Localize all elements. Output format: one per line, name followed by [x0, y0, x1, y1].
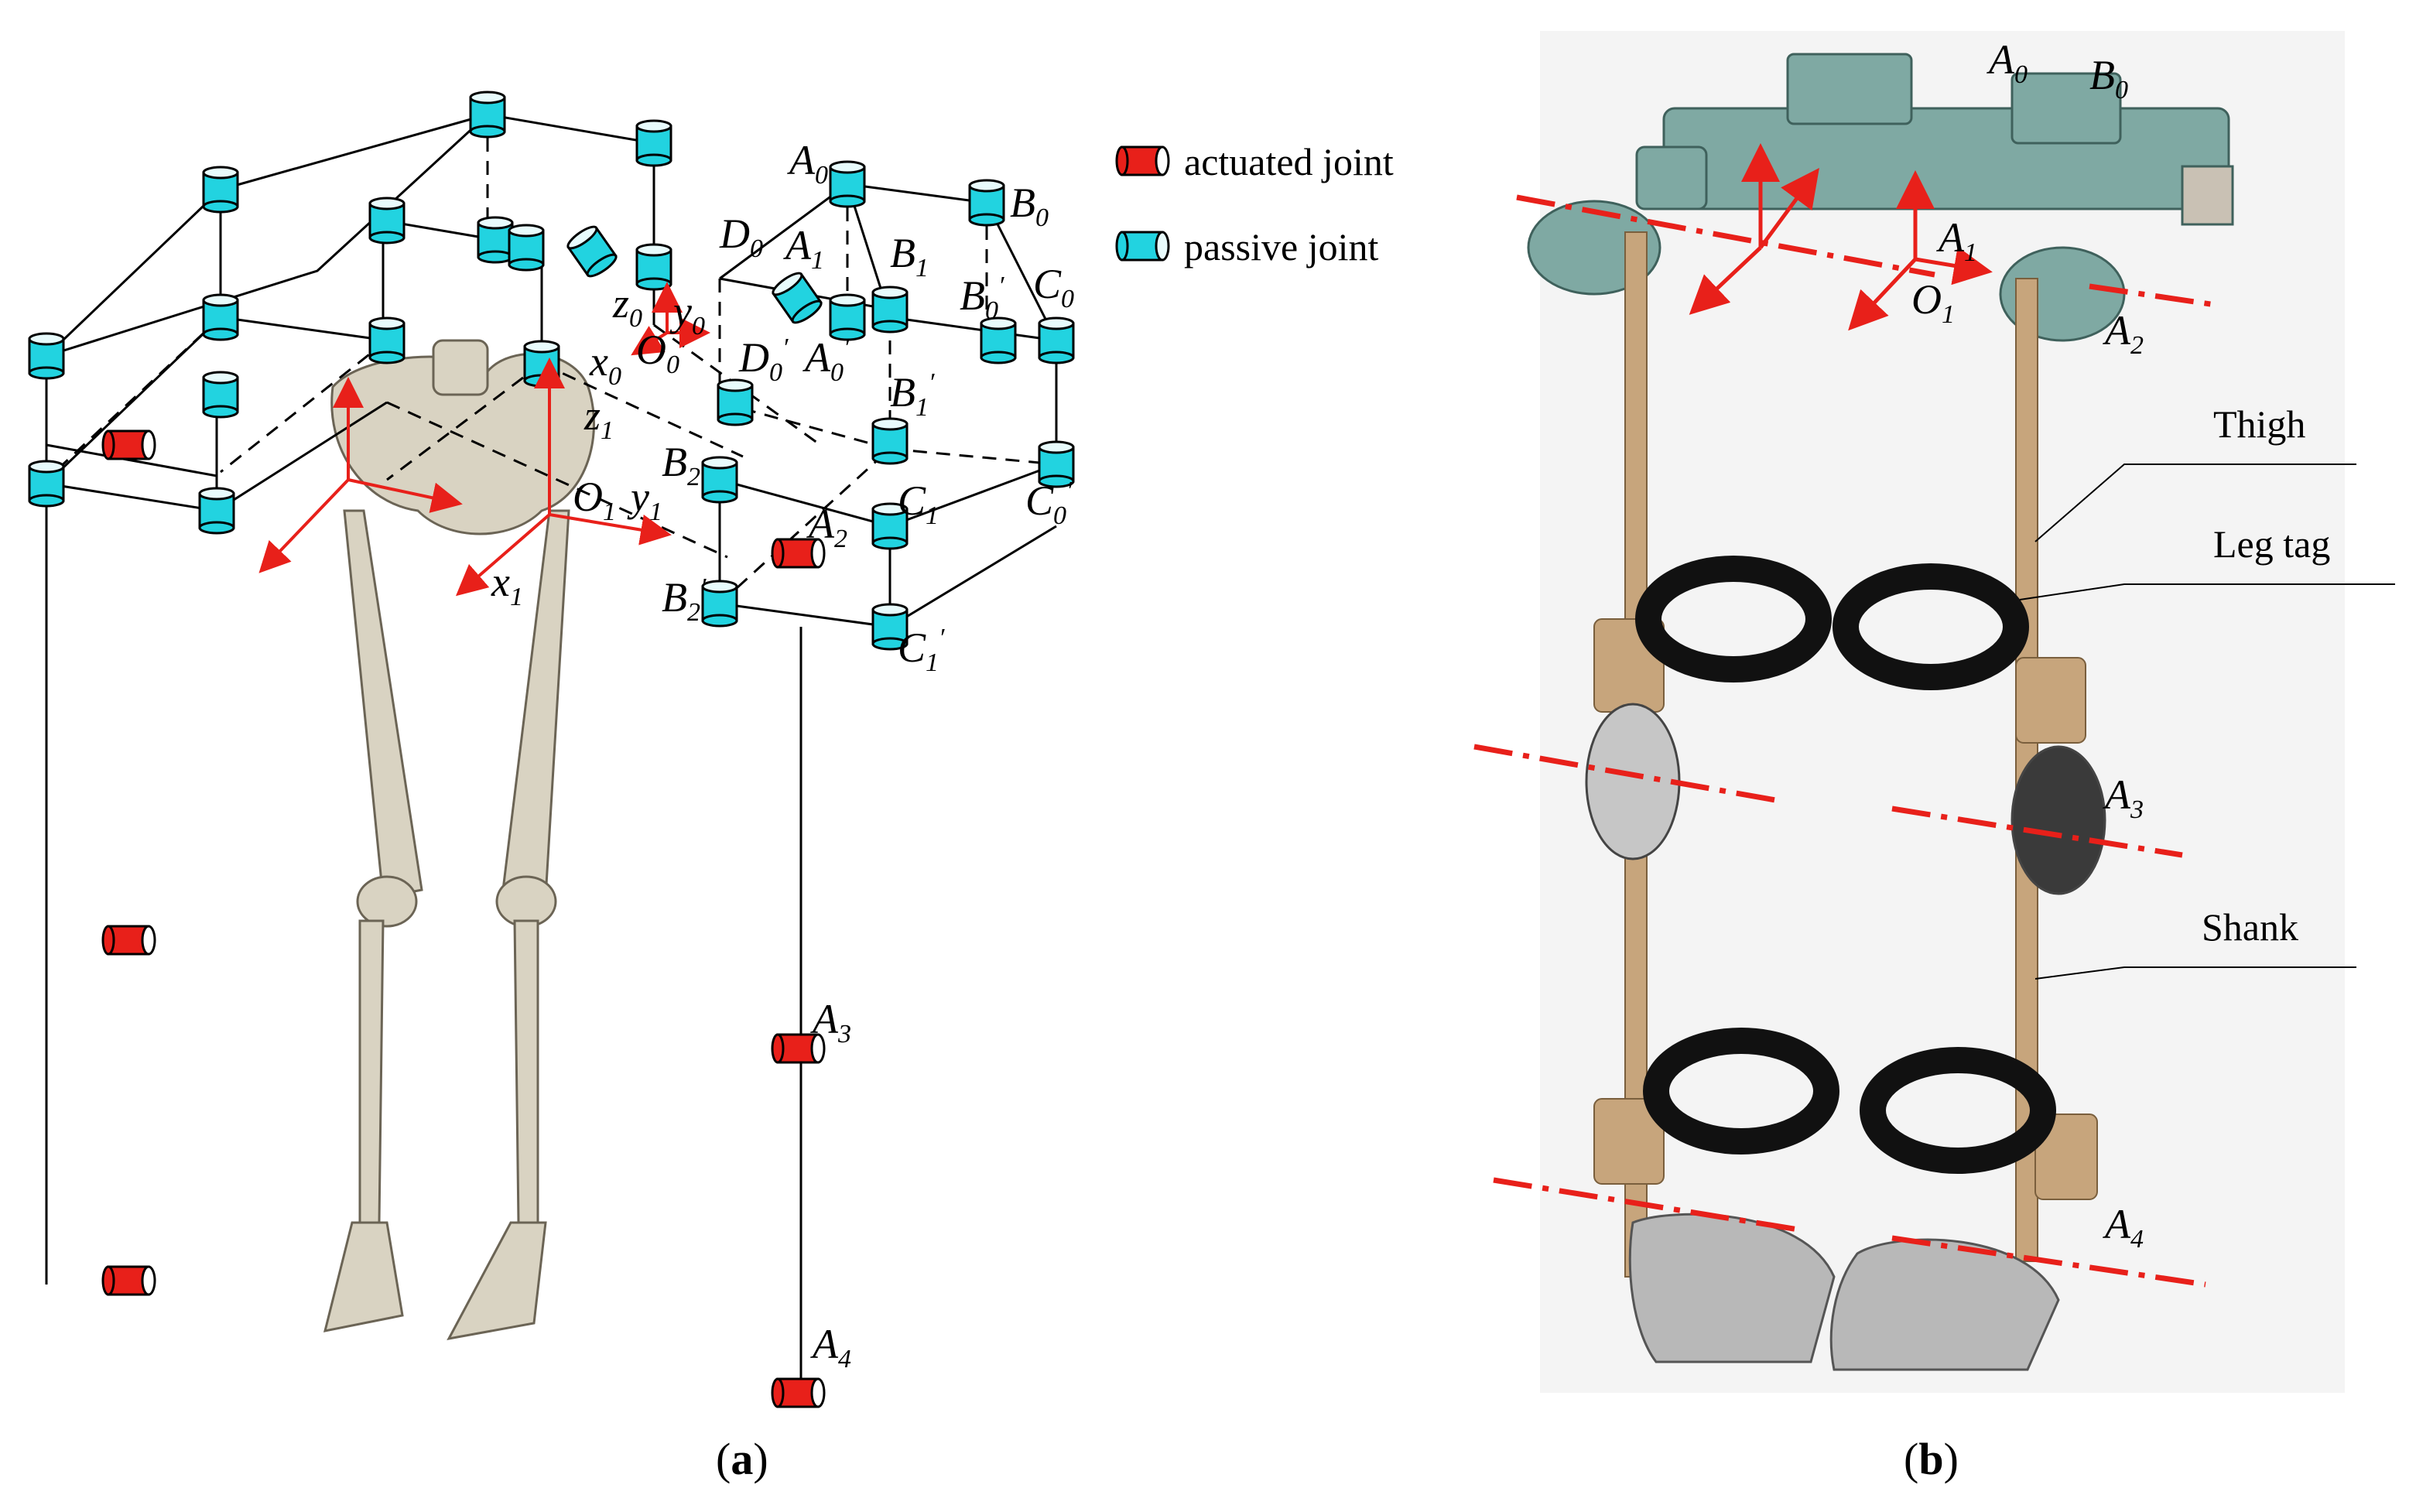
label-O1: O1 — [573, 474, 616, 526]
robot-feet — [1628, 1213, 2060, 1371]
label-C0p: C0′ — [1025, 477, 1073, 530]
passive-joint — [717, 378, 754, 426]
label-b-A4: A4 — [2103, 1201, 2144, 1254]
legend-passive-swatch — [1115, 231, 1170, 262]
label-A0p: A0′ — [802, 334, 850, 387]
label-A1: A1 — [783, 222, 824, 275]
passive-joint — [469, 91, 506, 139]
pelvis-frame-axes — [258, 377, 463, 573]
point-labels: A0 B0 D0 A1 B1 C0 B0′ D0′ A0′ B1′ B2 C1 … — [491, 137, 1074, 1373]
label-b-A3: A3 — [2103, 771, 2144, 824]
frame-o1-axes — [455, 357, 672, 597]
left-module-frame — [45, 113, 655, 1285]
passive-joint — [508, 224, 545, 272]
label-A3: A3 — [810, 996, 851, 1048]
label-O0: O0 — [636, 327, 679, 379]
passive-joint — [871, 286, 909, 334]
label-D0: D0 — [719, 210, 763, 263]
passive-joint — [368, 197, 406, 245]
label-z1: z1 — [583, 392, 614, 445]
callout-thigh: Thigh — [2213, 402, 2305, 446]
label-b-A0: A0 — [1987, 36, 2028, 89]
passive-joint — [829, 160, 866, 208]
legend-actuated-swatch — [1115, 145, 1170, 176]
legend: actuated joint passive joint — [1115, 140, 1394, 269]
robot-knee-joints — [1585, 703, 2106, 895]
legend-actuated-label: actuated joint — [1184, 140, 1394, 183]
label-A4: A4 — [810, 1321, 851, 1373]
label-A2: A2 — [806, 501, 847, 553]
caption-a: (a) — [716, 1434, 768, 1484]
passive-joint-tilted — [563, 222, 621, 281]
passive-joint — [28, 332, 65, 380]
passive-joint — [523, 340, 560, 388]
label-x1: x1 — [491, 559, 523, 611]
passive-joint — [202, 166, 239, 214]
passive-joint — [202, 293, 239, 341]
label-b-B0: B0 — [2089, 52, 2128, 104]
label-B1p: B1′ — [890, 368, 935, 422]
passive-joint — [28, 460, 65, 508]
robot-frame-arrows — [1689, 143, 1993, 331]
panel-a: A0 B0 D0 A1 B1 C0 B0′ D0′ A0′ B1′ B2 C1 … — [28, 91, 1075, 1484]
actuated-joint — [101, 429, 156, 460]
label-b-O1: O1 — [1911, 276, 1955, 329]
caption-b: (b) — [1904, 1434, 1959, 1484]
label-B2p: B2′ — [662, 573, 707, 627]
passive-joint — [635, 119, 672, 167]
label-B2: B2 — [662, 439, 700, 491]
passive-joint — [368, 316, 406, 364]
label-C0: C0 — [1033, 261, 1074, 313]
passive-joint — [1038, 316, 1075, 364]
legend-passive-label: passive joint — [1184, 225, 1378, 269]
passive-joint — [477, 216, 514, 264]
robot-point-labels: A0 B0 A1 O1 A2 A3 A4 — [1911, 36, 2144, 1254]
actuated-joint — [771, 1377, 826, 1408]
label-B0: B0 — [1010, 180, 1049, 232]
passive-joint — [202, 371, 239, 419]
skeleton-illustration — [323, 339, 595, 1341]
label-y0: y0 — [669, 288, 705, 340]
label-b-A1: A1 — [1936, 214, 1977, 267]
panel-b: Thigh Leg tag Shank A0 B0 A1 O1 A2 A3 A4… — [1473, 31, 2395, 1484]
frame-o0-axes — [631, 282, 710, 356]
label-B0p: B0′ — [960, 272, 1004, 325]
robot-straps — [1635, 556, 2056, 1174]
callout-leg-tag: Leg tag — [2213, 522, 2330, 566]
actuated-joint — [101, 1265, 156, 1296]
actuated-joints — [101, 429, 826, 1408]
label-y1: y1 — [627, 474, 662, 526]
passive-joint — [635, 243, 672, 291]
label-C1p: C1′ — [898, 624, 945, 677]
label-A0: A0 — [787, 137, 828, 190]
robot-joint-axes — [1473, 194, 2222, 1288]
label-b-A2: A2 — [2103, 307, 2144, 360]
label-D0p: D0′ — [738, 334, 789, 387]
label-z0: z0 — [612, 280, 642, 333]
passive-joint — [701, 456, 738, 504]
callout-leaders — [2019, 464, 2395, 980]
callout-shank: Shank — [2202, 905, 2298, 949]
actuated-joint — [101, 925, 156, 956]
label-x0: x0 — [589, 338, 621, 391]
label-B1: B1 — [890, 230, 929, 282]
passive-joint — [871, 417, 909, 465]
passive-joint — [198, 487, 235, 535]
label-C1: C1 — [898, 477, 939, 530]
passive-joint-tilted — [768, 269, 826, 327]
passive-joint — [968, 179, 1005, 227]
passive-joint — [701, 580, 738, 628]
